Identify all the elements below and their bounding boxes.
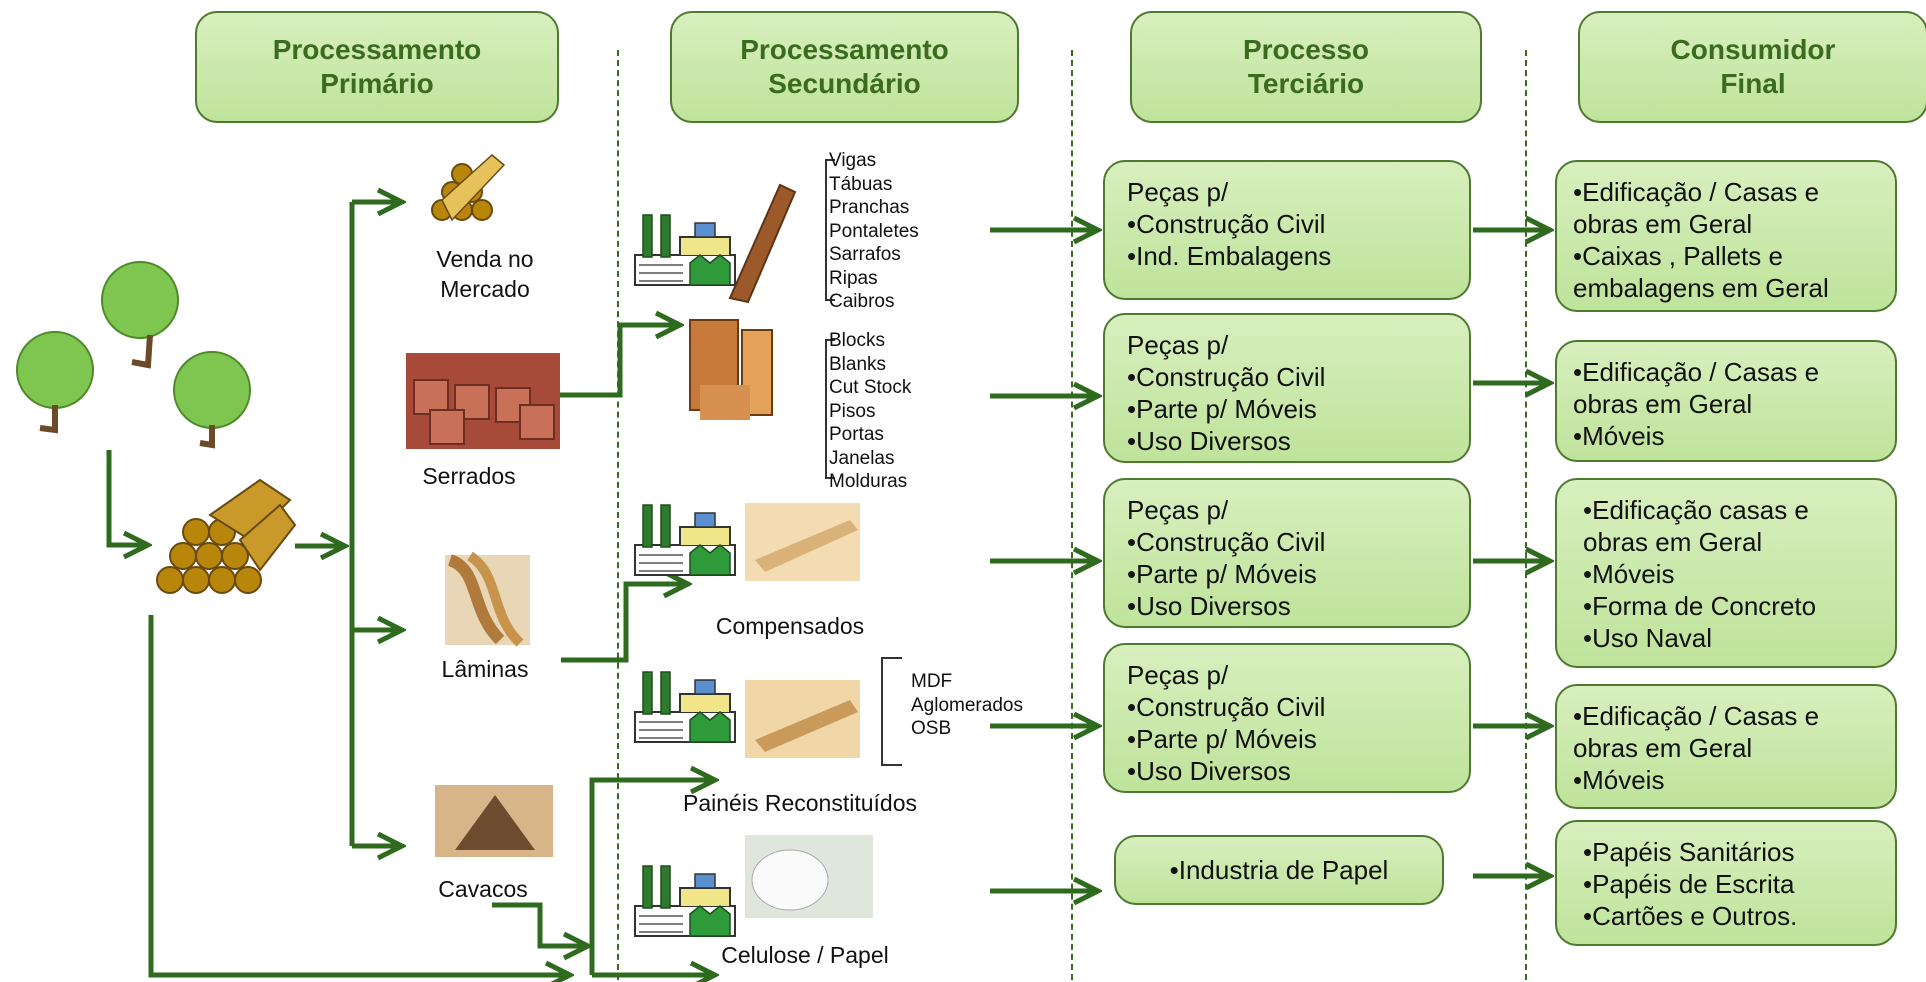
list-item: Pontaletes — [829, 220, 919, 242]
box-line: •Móveis — [1583, 559, 1675, 589]
box-line: •Construção Civil — [1127, 209, 1326, 239]
box-line: •Papéis Sanitários — [1583, 837, 1795, 867]
box-line: •Caixas , Pallets e — [1573, 241, 1783, 271]
list-item: Tábuas — [829, 173, 893, 195]
box-line: •Móveis — [1573, 765, 1665, 795]
label-venda-mercado: Venda no Mercado — [436, 246, 534, 302]
header-primary: Processamento Primário — [195, 11, 559, 123]
box-line: obras em Geral — [1573, 389, 1753, 419]
header-tertiary: Processo Terciário — [1130, 11, 1482, 123]
box-line: obras em Geral — [1583, 527, 1763, 557]
separator-3 — [1525, 50, 1527, 980]
box-line: Peças p/ — [1127, 660, 1229, 690]
box-line: Peças p/ — [1127, 330, 1229, 360]
tertiary-box-3: Peças p/ •Construção Civil •Parte p/ Móv… — [1103, 478, 1471, 628]
final-box-5: •Papéis Sanitários •Papéis de Escrita •C… — [1555, 820, 1897, 946]
factory-icon-1 — [634, 214, 736, 286]
box-line: •Papéis de Escrita — [1583, 869, 1795, 899]
wood-chips-icon — [435, 785, 553, 857]
label-paineis: Painéis Reconstituídos — [683, 790, 917, 816]
box-line: •Parte p/ Móveis — [1127, 724, 1317, 754]
factory-icon-2 — [634, 504, 736, 576]
product-list-panels: MDF Aglomerados OSB — [911, 670, 1023, 741]
tertiary-box-4: Peças p/ •Construção Civil •Parte p/ Móv… — [1103, 643, 1471, 793]
list-item: MDF — [911, 671, 953, 692]
box-line: •Forma de Concreto — [1583, 591, 1817, 621]
label-celulose: Celulose / Papel — [721, 942, 889, 968]
tertiary-box-2: Peças p/ •Construção Civil •Parte p/ Móv… — [1103, 313, 1471, 463]
final-box-1: •Edificação / Casas e obras em Geral •Ca… — [1555, 160, 1897, 312]
header-secondary: Processamento Secundário — [670, 11, 1019, 123]
plywood-icon — [745, 503, 860, 581]
label-serrados: Serrados — [422, 463, 516, 489]
list-item: Pisos — [829, 400, 876, 422]
list-item: Sarrafos — [829, 244, 901, 265]
tree-icon — [16, 261, 251, 429]
list-item: Aglomerados — [911, 694, 1023, 716]
logs-icon — [431, 154, 505, 221]
list-item: Portas — [829, 424, 884, 445]
veneer-icon — [445, 551, 530, 647]
box-line: •Construção Civil — [1127, 692, 1326, 722]
box-line: •Uso Diversos — [1127, 591, 1291, 621]
box-line: •Uso Diversos — [1127, 426, 1291, 456]
box-line: obras em Geral — [1573, 209, 1753, 239]
tertiary-box-1: Peças p/ •Construção Civil •Ind. Embalag… — [1103, 160, 1471, 300]
box-line: •Construção Civil — [1127, 362, 1326, 392]
box-line: Peças p/ — [1127, 177, 1229, 207]
header-final: Consumidor Final — [1578, 11, 1926, 123]
factory-icon-4 — [634, 865, 736, 937]
list-item: OSB — [911, 718, 952, 739]
list-item: Blocks — [829, 330, 885, 351]
label-compensados: Compensados — [715, 613, 865, 639]
final-box-4: •Edificação / Casas e obras em Geral •Mó… — [1555, 684, 1897, 809]
box-line: •Edificação / Casas e — [1573, 701, 1820, 731]
list-item: Molduras — [829, 471, 908, 492]
wood-beam-icon — [728, 183, 797, 304]
label-cavacos: Cavacos — [438, 876, 528, 902]
box-line: obras em Geral — [1573, 733, 1753, 763]
label-laminas: Lâminas — [441, 656, 529, 682]
box-line: •Edificação casas e — [1583, 495, 1809, 525]
box-line: Peças p/ — [1127, 495, 1229, 525]
list-item: Caibros — [829, 291, 895, 312]
list-item: Cut Stock — [829, 377, 912, 398]
final-box-3: •Edificação casas e obras em Geral •Móve… — [1555, 478, 1897, 668]
box-line: •Parte p/ Móveis — [1127, 394, 1317, 424]
paper-roll-icon — [745, 835, 873, 918]
list-item: Pranchas — [829, 197, 910, 218]
box-line: •Cartões e Outros. — [1583, 901, 1798, 931]
box-line: embalagens em Geral — [1573, 273, 1829, 303]
tertiary-box-5: •Industria de Papel — [1114, 835, 1444, 905]
separator-1 — [617, 50, 619, 980]
box-line: •Edificação / Casas e — [1573, 357, 1820, 387]
box-line: •Parte p/ Móveis — [1127, 559, 1317, 589]
log-stack-icon — [156, 478, 297, 594]
box-line: •Industria de Papel — [1169, 855, 1389, 885]
final-box-2: •Edificação / Casas e obras em Geral •Mó… — [1555, 340, 1897, 462]
list-item: Blanks — [829, 353, 887, 375]
doors-floor-icon — [689, 319, 773, 420]
box-line: •Móveis — [1573, 421, 1665, 451]
box-line: •Uso Diversos — [1127, 756, 1291, 786]
product-list-remanufactured: Blocks Blanks Cut Stock Pisos Portas Jan… — [829, 329, 911, 494]
box-line: •Construção Civil — [1127, 527, 1326, 557]
panel-icon — [745, 680, 860, 758]
product-list-sawn: Vigas Tábuas Pranchas Pontaletes Sarrafo… — [829, 149, 919, 314]
separator-2 — [1071, 50, 1073, 980]
box-line: •Edificação / Casas e — [1573, 177, 1820, 207]
sawn-lumber-icon — [406, 353, 560, 449]
list-item: Ripas — [829, 267, 878, 289]
factory-icon-3 — [634, 671, 736, 743]
list-item: Janelas — [829, 447, 895, 469]
box-line: •Ind. Embalagens — [1127, 241, 1332, 271]
list-item: Vigas — [829, 150, 877, 171]
box-line: •Uso Naval — [1583, 623, 1713, 653]
